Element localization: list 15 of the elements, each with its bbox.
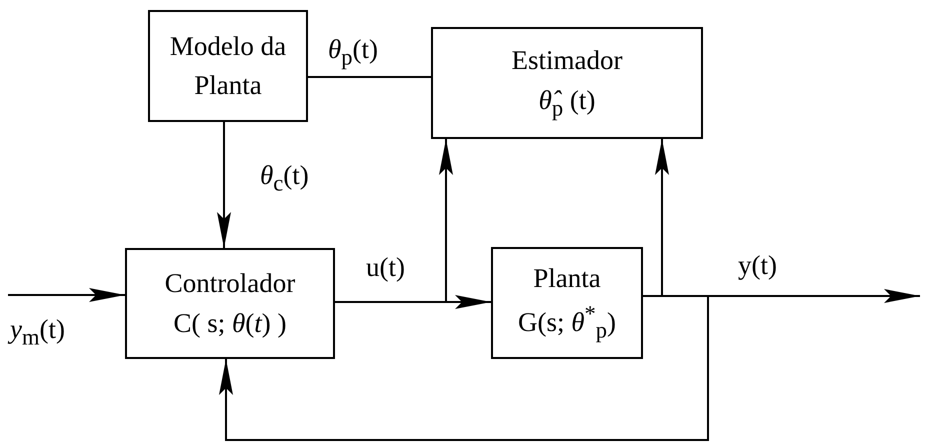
block-label: Planta — [533, 262, 601, 295]
block-label: Estimador — [512, 44, 622, 78]
block-label: Controlador — [164, 267, 296, 300]
block-label: G(s; θ$^{*}$$_{p}$) — [518, 300, 616, 344]
signal-arrow — [219, 295, 709, 441]
block-box — [125, 248, 335, 359]
block-box — [148, 10, 308, 122]
block-label: C( s; θ(t) ) — [173, 306, 287, 340]
block-label: θ̂$_{p}$ (t) — [538, 84, 596, 122]
signal-arrow — [8, 288, 125, 302]
signal-arrow — [335, 139, 453, 303]
block-label: Modelo da Planta — [168, 30, 288, 102]
block-box — [431, 27, 703, 139]
signal-arrow — [217, 122, 231, 248]
block-box — [491, 247, 643, 359]
